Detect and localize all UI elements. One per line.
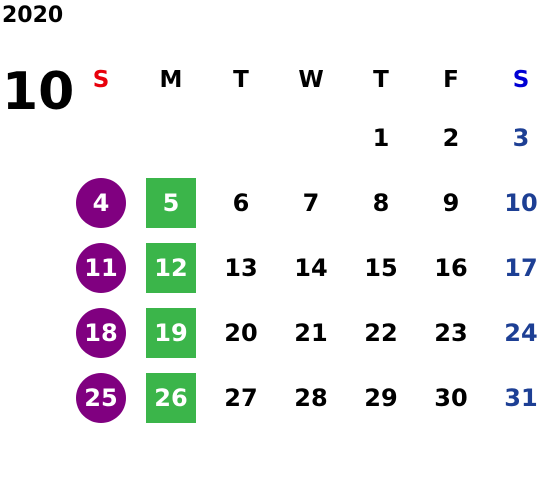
day-cell[interactable]: 25	[66, 365, 136, 430]
day-cell[interactable]: 19	[136, 300, 206, 365]
day-cell[interactable]: 6	[206, 170, 276, 235]
day-cell[interactable]: 10	[486, 170, 548, 235]
date-number[interactable]: 14	[294, 253, 328, 282]
weekday-header: M	[159, 66, 183, 93]
day-cell[interactable]: 12	[136, 235, 206, 300]
weekday-header: S	[92, 66, 110, 93]
weekday-header: T	[233, 66, 249, 93]
monday-date-square[interactable]: 26	[146, 372, 196, 423]
day-cell[interactable]: 11	[66, 235, 136, 300]
date-number[interactable]: 28	[294, 383, 328, 412]
day-cell[interactable]: 31	[486, 365, 548, 430]
date-number[interactable]: 23	[434, 318, 468, 347]
day-cell[interactable]: 23	[416, 300, 486, 365]
date-number[interactable]: 29	[364, 383, 398, 412]
day-cell[interactable]: 15	[346, 235, 416, 300]
day-cell[interactable]: 13	[206, 235, 276, 300]
day-cell[interactable]: 24	[486, 300, 548, 365]
day-cell[interactable]: 3	[486, 105, 548, 170]
calendar-month: 10	[2, 62, 75, 122]
day-cell[interactable]: 21	[276, 300, 346, 365]
date-number[interactable]: 2	[442, 123, 460, 152]
day-cell[interactable]: 14	[276, 235, 346, 300]
day-cell[interactable]: 28	[276, 365, 346, 430]
sunday-date-circle[interactable]: 18	[76, 307, 126, 358]
weekday-header: T	[373, 66, 389, 93]
day-cell	[276, 105, 346, 170]
monday-date-square[interactable]: 19	[146, 307, 196, 358]
date-number[interactable]: 1	[372, 123, 390, 152]
day-cell[interactable]: 27	[206, 365, 276, 430]
day-cell[interactable]: 20	[206, 300, 276, 365]
date-number[interactable]: 27	[224, 383, 258, 412]
day-cell[interactable]: 18	[66, 300, 136, 365]
saturday-date[interactable]: 17	[504, 253, 538, 282]
weekday-header: S	[512, 66, 530, 93]
day-cell[interactable]: 22	[346, 300, 416, 365]
date-number[interactable]: 6	[232, 188, 250, 217]
date-number[interactable]: 30	[434, 383, 468, 412]
day-cell[interactable]: 16	[416, 235, 486, 300]
date-number[interactable]: 13	[224, 253, 258, 282]
sunday-date-circle[interactable]: 11	[76, 242, 126, 293]
date-number[interactable]: 21	[294, 318, 328, 347]
day-cell[interactable]: 17	[486, 235, 548, 300]
day-cell[interactable]: 30	[416, 365, 486, 430]
date-number[interactable]: 9	[442, 188, 460, 217]
day-cell[interactable]: 29	[346, 365, 416, 430]
date-number[interactable]: 8	[372, 188, 390, 217]
weekday-header: W	[298, 66, 324, 93]
day-cell[interactable]: 2	[416, 105, 486, 170]
day-cell	[66, 105, 136, 170]
saturday-date[interactable]: 10	[504, 188, 538, 217]
day-cell[interactable]: 5	[136, 170, 206, 235]
date-number[interactable]: 7	[302, 188, 320, 217]
day-cell[interactable]: 9	[416, 170, 486, 235]
day-cell[interactable]: 26	[136, 365, 206, 430]
day-cell[interactable]: 4	[66, 170, 136, 235]
date-number[interactable]: 20	[224, 318, 258, 347]
day-cell[interactable]: 1	[346, 105, 416, 170]
date-number[interactable]: 15	[364, 253, 398, 282]
sunday-date-circle[interactable]: 25	[76, 372, 126, 423]
saturday-date[interactable]: 3	[512, 123, 530, 152]
monday-date-square[interactable]: 5	[146, 177, 196, 228]
date-number[interactable]: 16	[434, 253, 468, 282]
calendar-year: 2020	[2, 3, 64, 28]
weekday-header: F	[443, 66, 459, 93]
saturday-date[interactable]: 31	[504, 383, 538, 412]
day-cell[interactable]: 7	[276, 170, 346, 235]
day-cell[interactable]: 8	[346, 170, 416, 235]
day-cell	[136, 105, 206, 170]
day-cell	[206, 105, 276, 170]
sunday-date-circle[interactable]: 4	[76, 177, 126, 228]
saturday-date[interactable]: 24	[504, 318, 538, 347]
date-number[interactable]: 22	[364, 318, 398, 347]
monday-date-square[interactable]: 12	[146, 242, 196, 293]
